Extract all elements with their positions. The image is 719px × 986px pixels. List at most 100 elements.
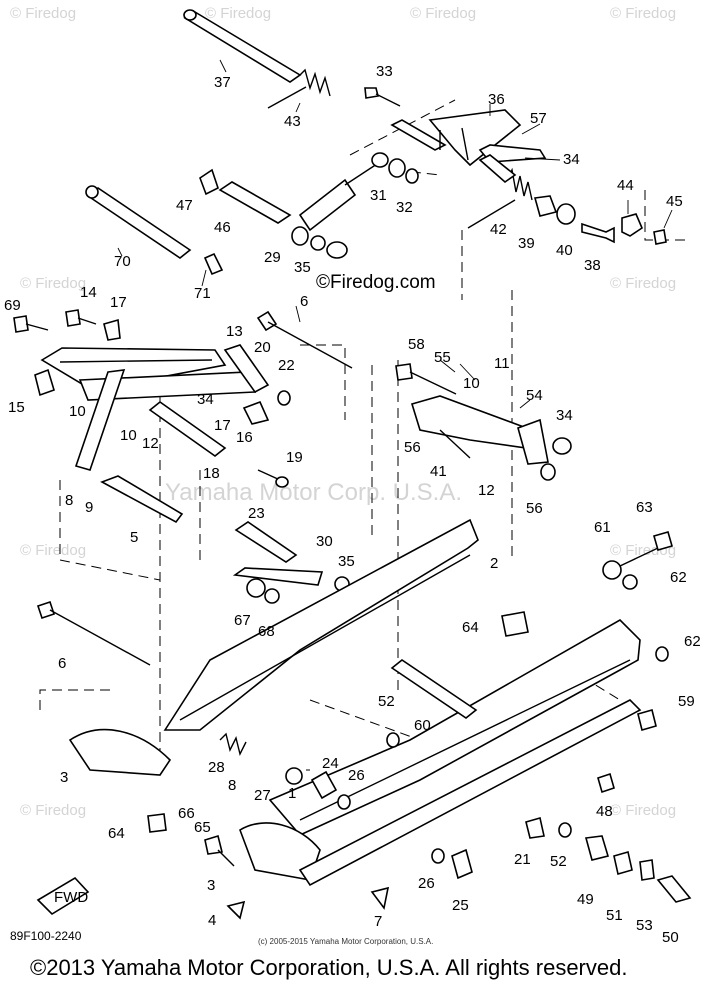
- washer-26-mid: [337, 794, 351, 810]
- callout-63: 63: [636, 499, 653, 516]
- callout-6b: 6: [58, 655, 66, 672]
- callout-35b: 35: [338, 553, 355, 570]
- watermark-brand: © Firedog: [610, 5, 676, 22]
- washer-35-top: [310, 235, 326, 251]
- rail-1: [268, 619, 641, 836]
- callout-numbers: 1 2 3 3 4 5 6 6 7 8 8 9 10 10 10 11 12 1…: [4, 63, 701, 946]
- bushing-40: [556, 203, 576, 225]
- callout-64b: 64: [108, 825, 125, 842]
- callout-19: 19: [286, 449, 303, 466]
- bushing-16-17: [242, 400, 270, 425]
- callout-70: 70: [114, 253, 131, 270]
- spring-28: [219, 732, 247, 757]
- callout-54: 54: [526, 387, 543, 404]
- collar-34-rear: [552, 437, 572, 455]
- bolt-58: [395, 363, 457, 395]
- watermark-center-text: Yamaha Motor Corp. U.S.A.: [165, 479, 462, 506]
- washer-52-mid: [386, 732, 400, 748]
- damper-shock: [298, 152, 389, 232]
- callout-64a: 64: [462, 619, 479, 636]
- leader-lines: [117, 59, 673, 409]
- callout-39: 39: [518, 235, 535, 252]
- washer-62-mid: [655, 646, 669, 662]
- callout-16: 16: [236, 429, 253, 446]
- bolt-4: [226, 900, 246, 920]
- long-bolt-6-lower: [36, 600, 151, 666]
- watermark-center-brand: ©Firedog.com: [316, 272, 436, 293]
- shaft-46: [218, 181, 292, 224]
- callout-34c: 34: [556, 407, 573, 424]
- callout-17b: 17: [214, 417, 231, 434]
- callout-45: 45: [666, 193, 683, 210]
- shaft-70: [85, 185, 192, 259]
- washer-62-top: [622, 574, 638, 590]
- nut-59: [637, 709, 657, 731]
- callout-26a: 26: [348, 767, 365, 784]
- collar-47: [199, 168, 219, 196]
- callout-12b: 12: [478, 482, 495, 499]
- bolt-61: [602, 547, 659, 580]
- washer-22: [277, 390, 291, 406]
- callout-53: 53: [636, 917, 653, 934]
- watermark-brand: © Firedog: [610, 802, 676, 819]
- rail-3-upper: [68, 728, 172, 776]
- callout-3b: 3: [207, 877, 215, 894]
- callout-56b: 56: [526, 500, 543, 517]
- bushing-29: [291, 226, 309, 246]
- callout-46: 46: [214, 219, 231, 236]
- callout-8b: 8: [228, 777, 236, 794]
- cap-45: [653, 229, 667, 245]
- callout-23: 23: [248, 505, 265, 522]
- washer-26-low: [431, 848, 445, 864]
- callout-22: 22: [278, 357, 295, 374]
- washer-52-low: [558, 822, 572, 838]
- callout-56a: 56: [404, 439, 421, 456]
- washer-27: [285, 767, 303, 785]
- forward-arrow-icon: FWD: [36, 876, 90, 916]
- callout-11: 11: [494, 355, 510, 372]
- callout-4: 4: [208, 912, 216, 929]
- cap-63: [653, 531, 673, 551]
- callout-14: 14: [80, 284, 97, 301]
- cross-shaft-18: [148, 400, 227, 458]
- rear-arm-41: [410, 395, 549, 465]
- collar-25: [451, 848, 473, 880]
- callout-33: 33: [376, 63, 393, 80]
- callout-34a: 34: [563, 151, 580, 168]
- callout-25: 25: [452, 897, 469, 914]
- callout-3a: 3: [60, 769, 68, 786]
- callout-48: 48: [596, 803, 613, 820]
- callout-40: 40: [556, 242, 573, 259]
- callout-65: 65: [194, 819, 211, 836]
- callout-27: 27: [254, 787, 271, 804]
- collar-17-top: [103, 318, 121, 341]
- long-bolt-6-upper: [256, 310, 353, 369]
- callout-49: 49: [577, 891, 594, 908]
- watermark-brand: © Firedog: [205, 5, 271, 22]
- front-arm-13: [34, 344, 270, 401]
- callout-24: 24: [322, 755, 339, 772]
- callout-50: 50: [662, 929, 679, 946]
- bolt-19: [257, 469, 289, 488]
- callout-41: 41: [430, 463, 447, 480]
- callout-44: 44: [617, 177, 634, 194]
- collar-7: [326, 241, 348, 259]
- callout-10a: 10: [69, 403, 86, 420]
- watermark-brand: © Firedog: [20, 802, 86, 819]
- callout-43: 43: [284, 113, 301, 130]
- callout-51: 51: [606, 907, 623, 924]
- callout-61: 61: [594, 519, 611, 536]
- callout-15: 15: [8, 399, 25, 416]
- collar-24: [310, 770, 338, 800]
- shaft-30: [232, 567, 324, 586]
- callout-36: 36: [488, 91, 505, 108]
- callout-10b: 10: [120, 427, 137, 444]
- callout-68: 68: [258, 623, 275, 640]
- callout-38: 38: [584, 257, 601, 274]
- shaft-23: [234, 521, 298, 563]
- washer-53: [639, 859, 655, 881]
- callout-13: 13: [226, 323, 243, 340]
- diagram-code: 89F100-2240: [10, 929, 82, 943]
- callout-55: 55: [434, 349, 451, 366]
- bushing-31: [388, 158, 406, 178]
